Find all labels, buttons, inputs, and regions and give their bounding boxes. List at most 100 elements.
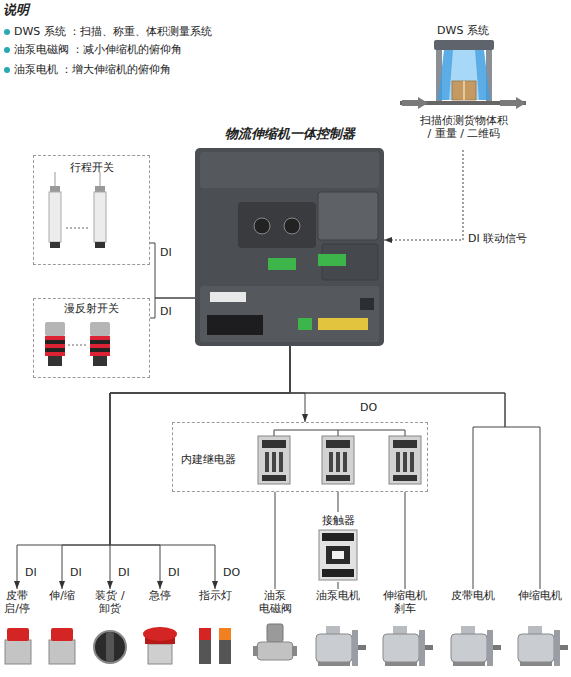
- sensor-tip: [50, 242, 60, 248]
- motor-flange: [554, 630, 560, 666]
- valve-coil: [267, 624, 283, 642]
- node-text: 漫反射开关: [34, 302, 149, 315]
- connector: [110, 346, 290, 589]
- valve-port: [253, 646, 258, 656]
- scan-light: [438, 50, 490, 100]
- relay-contact: [396, 452, 400, 472]
- sensor-head: [90, 322, 110, 336]
- sensor-stripe: [90, 352, 110, 356]
- contactor: 接触器: [309, 512, 367, 582]
- node-text: DWS 系统: [400, 24, 526, 37]
- relay-body: [322, 436, 354, 484]
- parcel-tape: [463, 81, 465, 100]
- button-base: [148, 644, 172, 664]
- sensor-head: [45, 322, 65, 336]
- push-button: [7, 628, 29, 641]
- sensor-cable: [100, 172, 101, 186]
- signal-label: DI: [118, 566, 130, 579]
- motor-feet: [520, 662, 552, 666]
- motor-shaft: [425, 645, 433, 650]
- motor-terminal-box: [326, 626, 340, 634]
- note-text: DWS 系统 ：扫描、称重、体积测量系统: [14, 25, 212, 39]
- relay-group: 内建继电器: [172, 422, 428, 492]
- node-text: 内建继电器: [181, 453, 257, 466]
- node-text: 扫描侦测货物体积 / 重量 / 二维码: [417, 114, 511, 140]
- sensor-cap: [95, 186, 105, 192]
- dws-illustration: [400, 40, 526, 109]
- io-device: 急停: [142, 589, 178, 667]
- motor-shaft: [358, 645, 366, 650]
- contactor-icon: [319, 530, 357, 580]
- lamp-base: [219, 640, 231, 664]
- signal-label: DI: [160, 246, 172, 259]
- usb-port: [360, 298, 374, 310]
- io-device: 伸/缩: [45, 589, 79, 667]
- motor-body: [383, 634, 419, 662]
- signal-label: DI: [160, 305, 172, 318]
- relay-bus: [274, 430, 405, 436]
- sensor-body: [49, 192, 61, 242]
- connector: [62, 346, 290, 589]
- node-text: 接触器: [309, 514, 367, 527]
- relay-contact: [329, 452, 333, 472]
- motor-terminal-box: [461, 626, 475, 634]
- relay-body: [389, 436, 421, 484]
- knob: [254, 218, 270, 234]
- node-text: 伸缩电机: [512, 589, 568, 602]
- emergency-stop: [143, 627, 177, 641]
- controller: 物流伸缩机一体控制器: [195, 126, 384, 346]
- signal-label: DI: [70, 566, 82, 579]
- lamp-base: [199, 640, 211, 664]
- reflective-switch-icons: [45, 322, 110, 366]
- sensor-cap: [50, 186, 60, 192]
- sensor-tip: [95, 242, 105, 248]
- connector: [384, 150, 463, 240]
- scan-light: [449, 50, 479, 100]
- connector: [110, 346, 290, 589]
- relay-contact: [336, 452, 340, 472]
- connector: [275, 492, 276, 589]
- bullet-dot: [4, 29, 10, 35]
- signal-label: DO: [360, 401, 377, 414]
- sensor-cable: [55, 172, 56, 186]
- selector-switch: [94, 631, 126, 663]
- note-bullets: [4, 29, 10, 73]
- sensor-stripe: [90, 340, 110, 344]
- motor-shaft: [493, 645, 501, 650]
- relay-band: [326, 475, 350, 481]
- indicator-lamp: [219, 628, 231, 640]
- push-button: [51, 628, 73, 641]
- connector: [17, 346, 290, 589]
- motor-terminal-box: [393, 626, 407, 634]
- node-text: 物流伸缩机一体控制器: [195, 126, 384, 142]
- signal-label: DI: [168, 566, 180, 579]
- motor-body: [518, 634, 554, 662]
- relay-contact: [410, 452, 414, 472]
- connector: [290, 346, 305, 422]
- motor-flange: [352, 630, 358, 666]
- contactor-button: [332, 551, 344, 559]
- dws-system: DWS 系统扫描侦测货物体积 / 重量 / 二维码: [400, 24, 526, 150]
- sensor-stripe: [90, 348, 110, 352]
- sensor-stripe: [45, 336, 65, 340]
- motor-body: [316, 634, 352, 662]
- bus-wire: [338, 430, 339, 436]
- connector: [110, 346, 290, 589]
- relay-icons: [258, 436, 421, 484]
- flow-arrow: [402, 97, 428, 109]
- io-device: 伸缩电机 刹车: [376, 589, 434, 667]
- relay-contact: [265, 452, 269, 472]
- warning-sticker: [210, 292, 246, 302]
- connector: [150, 243, 195, 298]
- terminal-green: [318, 254, 346, 266]
- io-device: 指示灯: [193, 589, 237, 667]
- frame-beam: [434, 40, 494, 50]
- valve-body: [257, 642, 293, 660]
- bus-wire: [405, 430, 406, 436]
- sensor-stripe: [45, 348, 65, 352]
- terminal-yellow: [318, 318, 368, 330]
- valve-port: [292, 646, 297, 656]
- knob-panel: [238, 202, 316, 248]
- node-text: 皮带 启/停: [0, 589, 34, 615]
- signal-label: DI 联动信号: [468, 232, 527, 245]
